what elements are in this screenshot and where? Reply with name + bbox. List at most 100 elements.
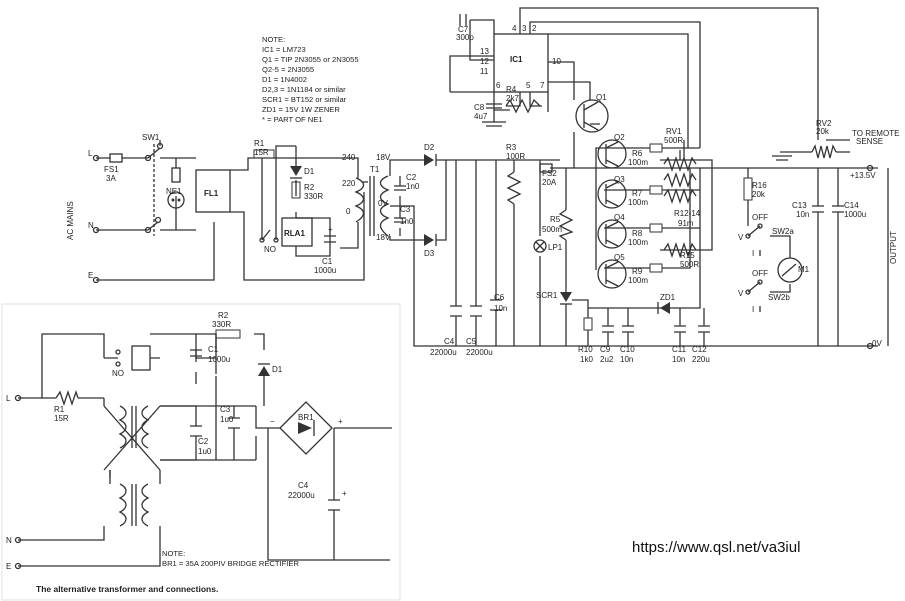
r10-resistor: R10 1k0 bbox=[578, 317, 593, 364]
svg-text:15R: 15R bbox=[54, 414, 69, 423]
svg-text:R2: R2 bbox=[218, 311, 229, 320]
svg-text:C3: C3 bbox=[400, 205, 411, 214]
svg-text:RV1: RV1 bbox=[666, 127, 682, 136]
svg-text:1k0: 1k0 bbox=[580, 355, 593, 364]
svg-text:Q3: Q3 bbox=[614, 175, 625, 184]
svg-text:10n: 10n bbox=[672, 355, 685, 364]
svg-text:C3: C3 bbox=[220, 405, 231, 414]
q1-transistor: Q1 bbox=[575, 93, 609, 133]
svg-text:RV2: RV2 bbox=[816, 119, 832, 128]
svg-text:IC1: IC1 bbox=[510, 55, 523, 64]
svg-text:10n: 10n bbox=[620, 355, 633, 364]
svg-text:RLA1: RLA1 bbox=[284, 229, 305, 238]
r3-resistor: R3 100R bbox=[506, 143, 525, 205]
c14-capacitor: C14 1000u bbox=[832, 201, 866, 219]
svg-text:5: 5 bbox=[526, 81, 531, 90]
svg-text:SW2a: SW2a bbox=[772, 227, 794, 236]
svg-text:0V: 0V bbox=[378, 199, 388, 208]
svg-text:BR1: BR1 bbox=[298, 413, 314, 422]
svg-text:R1: R1 bbox=[254, 139, 265, 148]
svg-text:C1: C1 bbox=[322, 257, 333, 266]
d3-diode: D3 bbox=[424, 234, 437, 258]
svg-text:500m: 500m bbox=[542, 225, 562, 234]
svg-text:240: 240 bbox=[342, 153, 356, 162]
svg-text:NO: NO bbox=[264, 245, 276, 254]
alt-d1-diode: D1 bbox=[258, 363, 283, 376]
svg-text:R6: R6 bbox=[632, 149, 643, 158]
svg-text:2u2: 2u2 bbox=[600, 355, 614, 364]
c8-capacitor: C8 4u7 bbox=[474, 103, 506, 127]
c2-capacitor: C2 1n0 bbox=[394, 173, 420, 191]
svg-text:91m: 91m bbox=[678, 219, 694, 228]
svg-text:12: 12 bbox=[480, 57, 489, 66]
c5-capacitor: C5 22000u bbox=[466, 305, 493, 357]
svg-text:Q1: Q1 bbox=[596, 93, 607, 102]
svg-text:T1: T1 bbox=[370, 165, 380, 174]
svg-text:V: V bbox=[738, 289, 744, 298]
svg-text:1u0: 1u0 bbox=[220, 415, 234, 424]
svg-text:R5: R5 bbox=[550, 215, 561, 224]
svg-text:+13.5V: +13.5V bbox=[850, 171, 876, 180]
alt-c4-capacitor: + C4 22000u bbox=[288, 481, 347, 511]
zd1-zener: ZD1 bbox=[657, 293, 676, 314]
svg-text:D2,3 = 1N1184 or similar: D2,3 = 1N1184 or similar bbox=[262, 85, 346, 94]
alt-note: NOTE: BR1 = 35A 200PIV BRIDGE RECTIFIER bbox=[162, 549, 299, 568]
c7-capacitor: C7 300p bbox=[456, 14, 474, 42]
svg-text:+: + bbox=[338, 417, 343, 426]
svg-text:R16: R16 bbox=[752, 181, 767, 190]
svg-text:ZD1: ZD1 bbox=[660, 293, 676, 302]
svg-text:SCR1 = BT152 or similar: SCR1 = BT152 or similar bbox=[262, 95, 347, 104]
svg-text:I: I bbox=[752, 249, 754, 258]
svg-text:R2: R2 bbox=[304, 183, 315, 192]
svg-text:Q1 = TIP 2N3055 or 2N3055: Q1 = TIP 2N3055 or 2N3055 bbox=[262, 55, 359, 64]
svg-text:E: E bbox=[6, 562, 11, 571]
svg-text:NE1: NE1 bbox=[166, 187, 182, 196]
svg-text:C11: C11 bbox=[672, 345, 687, 354]
fs2-fuse: FS2 20A bbox=[539, 163, 557, 187]
alt-terminals: L N E bbox=[6, 394, 22, 571]
svg-text:R1: R1 bbox=[54, 405, 65, 414]
svg-text:D1: D1 bbox=[272, 365, 283, 374]
svg-text:NOTE:: NOTE: bbox=[262, 35, 285, 44]
svg-text:10n: 10n bbox=[796, 210, 809, 219]
alternative-inset bbox=[1, 303, 401, 601]
svg-text:1u0: 1u0 bbox=[198, 447, 212, 456]
svg-text:500R: 500R bbox=[664, 136, 683, 145]
r6-resistor: R6 100m bbox=[628, 143, 663, 167]
r12-14-resistors: R12-14 91m bbox=[663, 171, 701, 228]
c10-capacitor: C10 10n bbox=[620, 325, 635, 364]
rv2-trimmer: RV2 20k bbox=[772, 119, 837, 161]
svg-text:FS2: FS2 bbox=[542, 169, 557, 178]
svg-text:N: N bbox=[6, 536, 12, 545]
scr1-thyristor: SCR1 bbox=[536, 291, 572, 305]
svg-text:220u: 220u bbox=[692, 355, 710, 364]
svg-text:FL1: FL1 bbox=[204, 189, 219, 198]
t1-transformer: T1 bbox=[354, 165, 390, 237]
svg-text:100m: 100m bbox=[628, 276, 648, 285]
svg-text:100m: 100m bbox=[628, 238, 648, 247]
c12-capacitor: C12 220u bbox=[692, 325, 710, 364]
svg-text:C13: C13 bbox=[792, 201, 807, 210]
svg-text:D3: D3 bbox=[424, 249, 435, 258]
d1-diode: D1 bbox=[290, 166, 315, 179]
svg-text:C12: C12 bbox=[692, 345, 707, 354]
svg-text:AC MAINS: AC MAINS bbox=[66, 201, 75, 240]
alt-br1-bridge: BR1 − + bbox=[270, 401, 343, 455]
svg-text:20k: 20k bbox=[752, 190, 766, 199]
svg-text:BR1 = 35A 200PIV BRIDGE RECTIF: BR1 = 35A 200PIV BRIDGE RECTIFIER bbox=[162, 559, 299, 568]
r7-resistor: R7 100m bbox=[628, 185, 663, 207]
svg-text:C7: C7 bbox=[458, 25, 469, 34]
svg-text:3: 3 bbox=[522, 24, 527, 33]
d2-diode: D2 bbox=[424, 143, 437, 166]
sw2b-switch: SW2b OFF V I bbox=[738, 269, 790, 314]
svg-text:−: − bbox=[270, 417, 275, 426]
svg-text:ZD1 = 15V 1W ZENER: ZD1 = 15V 1W ZENER bbox=[262, 105, 340, 114]
c11-capacitor: C11 10n bbox=[672, 325, 687, 364]
m1-meter: M1 bbox=[777, 257, 810, 283]
sw1-switch: SW1 bbox=[142, 133, 164, 234]
svg-text:C8: C8 bbox=[474, 103, 485, 112]
svg-text:300p: 300p bbox=[456, 33, 474, 42]
main-wiring bbox=[96, 7, 889, 347]
svg-text:1n0: 1n0 bbox=[406, 182, 420, 191]
